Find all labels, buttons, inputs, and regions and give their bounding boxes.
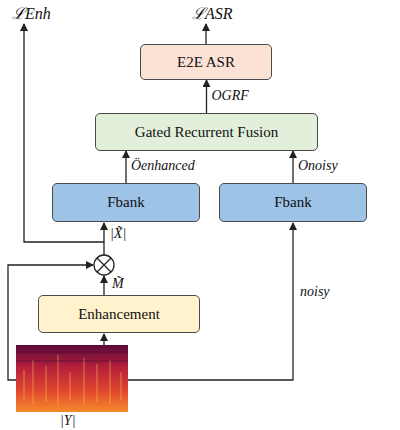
signal-label: M̃ — [112, 276, 124, 292]
spectrogram-image — [16, 345, 128, 412]
box-text: Fbank — [107, 194, 145, 211]
signal-label: |Y| — [60, 413, 75, 429]
fusion-box: Gated Recurrent Fusion — [95, 113, 318, 151]
box-text: Fbank — [274, 194, 312, 211]
fbank-box: Fbank — [219, 183, 367, 222]
edge-label: OGRF — [212, 88, 249, 104]
box-text: Enhancement — [78, 306, 160, 323]
signal-label: |X̃| — [110, 226, 126, 242]
box-text: E2E ASR — [177, 54, 235, 71]
flow-arrow — [292, 151, 293, 183]
loss-label: ℒEnh — [12, 2, 51, 24]
edge-label: Öenhanced — [131, 158, 195, 174]
box-text: Gated Recurrent Fusion — [135, 124, 278, 141]
enhancement-box: Enhancement — [38, 295, 200, 333]
flow-arrow — [125, 151, 126, 183]
edge-label: Onoisy — [298, 158, 338, 174]
asr-box: E2E ASR — [140, 44, 272, 80]
loss-label: ℒASR — [192, 2, 233, 24]
multiply-symbol — [94, 255, 114, 275]
fbank-box: Fbank — [52, 183, 200, 222]
signal-label: noisy — [300, 284, 330, 300]
flow-arrow — [206, 80, 207, 113]
